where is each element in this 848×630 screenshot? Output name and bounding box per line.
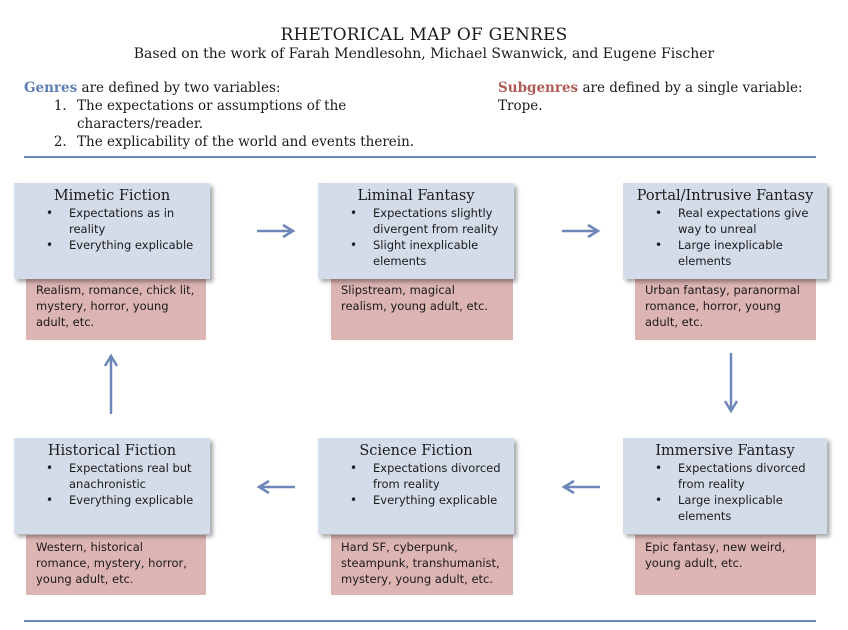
arrow-up-icon: [103, 353, 119, 414]
arrow-left-icon: [256, 479, 295, 495]
arrow-right-icon: [257, 223, 296, 239]
bottom-divider: [24, 620, 816, 622]
top-divider: [24, 156, 816, 158]
arrow-left-icon: [561, 479, 600, 495]
subgenre-box-immersive: Epic fantasy, new weird, young adult, et…: [635, 535, 816, 595]
genre-bullet: Everything explicable: [20, 493, 204, 509]
variables-list: The expectations or assumptions of the c…: [24, 97, 424, 151]
genre-bullet: Expectations real but anachronistic: [20, 461, 204, 492]
genres-keyword: Genres: [24, 80, 78, 96]
genre-bullets: Expectations slightly divergent from rea…: [324, 206, 508, 269]
subgenres-keyword: Subgenres: [498, 80, 579, 96]
genre-bullet: Expectations slightly divergent from rea…: [324, 206, 508, 237]
genre-bullet: Everything explicable: [20, 238, 204, 254]
genre-box-science: Science Fiction Expectations divorced fr…: [318, 438, 514, 534]
genre-bullet: Expectations as in reality: [20, 206, 204, 237]
genre-bullets: Real expectations give way to unreal Lar…: [629, 206, 821, 269]
subgenre-box-science: Hard SF, cyberpunk, steampunk, transhuma…: [331, 535, 513, 595]
genres-definition-line: Genres are defined by two variables:: [24, 79, 424, 97]
genre-bullet: Expectations divorced from reality: [324, 461, 508, 492]
subgenre-box-liminal: Slipstream, magical realism, young adult…: [331, 278, 513, 340]
genre-title: Science Fiction: [359, 443, 473, 459]
subgenres-definition: Subgenres are defined by a single variab…: [498, 79, 828, 115]
genre-bullet: Large inexplicable elements: [629, 493, 821, 524]
genre-box-historical: Historical Fiction Expectations real but…: [14, 438, 210, 534]
page-subtitle: Based on the work of Farah Mendlesohn, M…: [133, 46, 715, 62]
genre-bullets: Expectations divorced from reality Every…: [324, 461, 508, 509]
genre-bullet: Everything explicable: [324, 493, 508, 509]
arrow-down-icon: [723, 353, 739, 414]
genre-bullet: Large inexplicable elements: [629, 238, 821, 269]
variable-item: The expectations or assumptions of the c…: [71, 97, 424, 133]
genre-bullets: Expectations divorced from reality Large…: [629, 461, 821, 524]
genre-box-liminal: Liminal Fantasy Expectations slightly di…: [318, 183, 514, 279]
genre-box-mimetic: Mimetic Fiction Expectations as in reali…: [14, 183, 210, 279]
subgenre-box-portal: Urban fantasy, paranormal romance, horro…: [635, 278, 816, 340]
subgenre-box-historical: Western, historical romance, mystery, ho…: [26, 535, 206, 595]
page-title: RHETORICAL MAP OF GENRES: [280, 25, 568, 45]
genre-title: Mimetic Fiction: [53, 188, 171, 204]
genre-box-portal: Portal/Intrusive Fantasy Real expectatio…: [623, 183, 827, 279]
genre-title: Liminal Fantasy: [357, 188, 475, 204]
genres-definition-text: are defined by two variables:: [77, 80, 281, 96]
genre-bullets: Expectations real but anachronistic Ever…: [20, 461, 204, 509]
genre-bullet: Real expectations give way to unreal: [629, 206, 821, 237]
arrow-right-icon: [562, 223, 601, 239]
genres-definition: Genres are defined by two variables: The…: [24, 79, 424, 151]
genre-bullet: Expectations divorced from reality: [629, 461, 821, 492]
genre-title: Portal/Intrusive Fantasy: [636, 188, 814, 204]
subgenres-definition-text: are defined by a single variable: Trope.: [498, 80, 803, 114]
genre-box-immersive: Immersive Fantasy Expectations divorced …: [623, 438, 827, 534]
genre-bullets: Expectations as in reality Everything ex…: [20, 206, 204, 254]
genre-bullet: Slight inexplicable elements: [324, 238, 508, 269]
genre-title: Historical Fiction: [47, 443, 177, 459]
subgenre-box-mimetic: Realism, romance, chick lit, mystery, ho…: [26, 278, 206, 340]
variable-item: The explicability of the world and event…: [71, 133, 424, 151]
genre-title: Immersive Fantasy: [655, 443, 795, 459]
